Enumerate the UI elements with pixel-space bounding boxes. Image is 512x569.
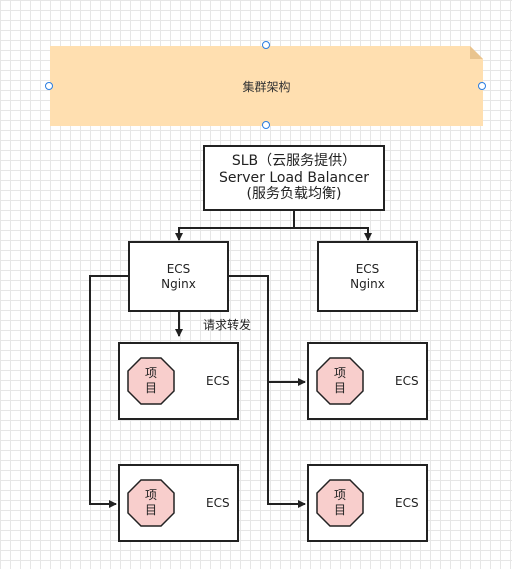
ecs-label: ECS	[395, 495, 419, 510]
octagon-shape	[127, 357, 175, 405]
nginx-left-line-1: ECS	[166, 262, 191, 277]
project-char-2: 目	[333, 381, 346, 395]
project-char-1: 项	[333, 488, 346, 502]
octagon-shape	[316, 479, 364, 527]
project-char-2: 目	[144, 503, 157, 517]
slb-line-3: (服务负载均衡)	[246, 186, 342, 203]
selection-handle-top[interactable]	[262, 41, 270, 49]
nginx-to-server-d-connector	[267, 382, 306, 508]
nginx-to-server-c-connector	[89, 275, 129, 508]
selection-handle-bottom[interactable]	[262, 121, 270, 129]
ecs-nginx-node-right[interactable]: ECS Nginx	[317, 241, 418, 312]
selection-handle-left[interactable]	[45, 82, 53, 90]
nginx-left-line-2: Nginx	[161, 276, 196, 291]
ecs-label: ECS	[206, 495, 230, 510]
ecs-nginx-node-left[interactable]: ECS Nginx	[128, 241, 229, 312]
cluster-title: 集群架构	[242, 79, 291, 94]
cluster-title-note[interactable]: 集群架构	[50, 46, 483, 126]
project-octagon: 项目	[126, 356, 176, 406]
project-char-2: 目	[144, 381, 157, 395]
project-octagon: 项目	[315, 356, 365, 406]
nginx-to-server-b-connector	[229, 275, 306, 386]
slb-line-2: Server Load Balancer	[219, 169, 369, 186]
project-char-1: 项	[333, 366, 346, 380]
nginx-right-line-1: ECS	[355, 262, 380, 277]
ecs-server-b[interactable]: 项目 ECS	[307, 342, 428, 420]
slb-fanout-connector	[175, 211, 372, 241]
slb-node[interactable]: SLB（云服务提供） Server Load Balancer (服务负载均衡)	[203, 145, 385, 211]
project-char-2: 目	[333, 503, 346, 517]
request-forward-label: 请求转发	[203, 318, 252, 332]
octagon-shape	[127, 479, 175, 527]
ecs-server-d[interactable]: 项目 ECS	[307, 464, 428, 542]
project-char-1: 项	[144, 488, 157, 502]
ecs-label: ECS	[206, 373, 230, 388]
ecs-label: ECS	[395, 373, 419, 388]
ecs-server-a[interactable]: 项目 ECS	[118, 342, 239, 420]
project-octagon: 项目	[126, 478, 176, 528]
project-octagon: 项目	[315, 478, 365, 528]
selection-handle-right[interactable]	[478, 82, 486, 90]
project-char-1: 项	[144, 366, 157, 380]
slb-line-1: SLB（云服务提供）	[231, 152, 357, 169]
ecs-server-c[interactable]: 项目 ECS	[118, 464, 239, 542]
nginx-right-line-2: Nginx	[350, 276, 385, 291]
octagon-shape	[316, 357, 364, 405]
